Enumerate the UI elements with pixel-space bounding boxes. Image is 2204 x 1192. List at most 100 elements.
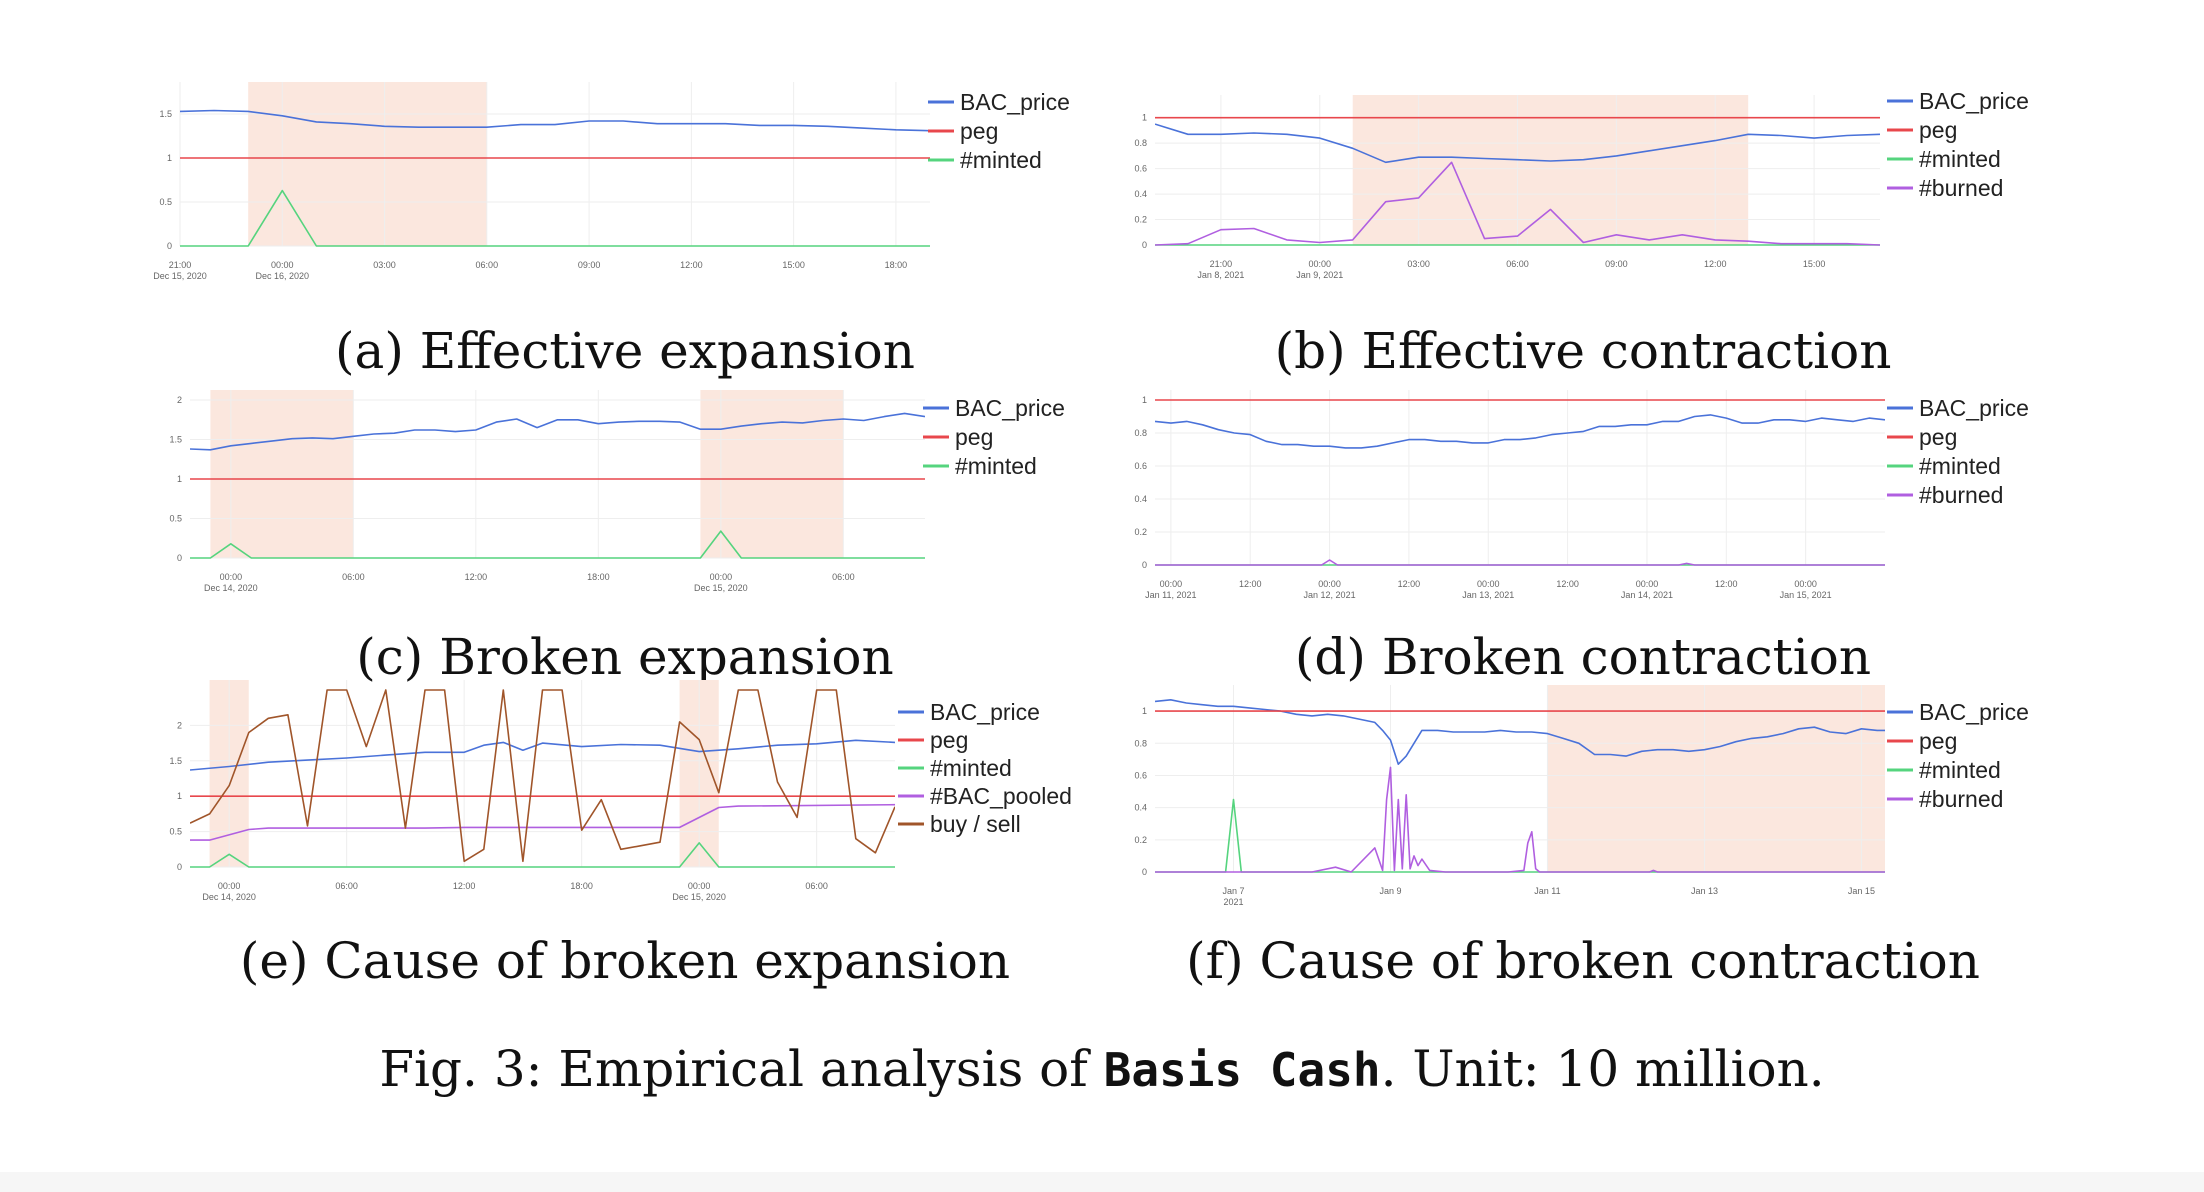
page-bottom-strip <box>0 1172 2204 1192</box>
figure-caption-prefix: Fig. 3: Empirical analysis of <box>379 1040 1104 1098</box>
x-tick-label: 12:00 <box>453 881 476 891</box>
legend-label: BAC_price <box>955 395 1065 421</box>
x-tick-label: 06:00 <box>805 881 828 891</box>
legend-label: #burned <box>1919 482 2003 508</box>
series-line--minted <box>180 189 930 247</box>
x-tick-label: 06:00 <box>342 572 365 582</box>
series-line--burned <box>1155 766 1885 873</box>
series-line-bac-price <box>1155 414 1885 449</box>
legend-label: peg <box>1919 728 1957 754</box>
y-tick-label: 0.4 <box>1134 803 1147 813</box>
legend-label: BAC_price <box>960 89 1070 115</box>
subcaption-b: (b) Effective contraction <box>1274 322 1892 380</box>
x-tick-label: 12:00 <box>680 260 703 270</box>
x-tick-sublabel: Dec 15, 2020 <box>153 271 207 281</box>
x-tick-label: 15:00 <box>782 260 805 270</box>
y-tick-label: 0 <box>1142 867 1147 877</box>
series-line-bac-price <box>180 109 930 132</box>
x-tick-sublabel: 2021 <box>1223 897 1243 907</box>
series-group <box>1155 399 1885 566</box>
y-tick-label: 0.2 <box>1134 527 1147 537</box>
subcaption-d: (d) Broken contraction <box>1294 628 1872 686</box>
series-line-bac-price <box>190 739 895 771</box>
x-tick-label: 09:00 <box>578 260 601 270</box>
y-tick-label: 0.4 <box>1134 494 1147 504</box>
series-line--burned <box>1155 559 1885 566</box>
x-tick-label: 12:00 <box>465 572 488 582</box>
legend-label: BAC_price <box>1919 88 2029 114</box>
x-tick-label: 06:00 <box>832 572 855 582</box>
series-group <box>190 412 925 559</box>
series-group <box>190 689 895 868</box>
x-tick-sublabel: Jan 8, 2021 <box>1197 270 1244 280</box>
x-tick-sublabel: Jan 9, 2021 <box>1296 270 1343 280</box>
y-tick-label: 0.5 <box>169 827 182 837</box>
x-tick-label: 18:00 <box>570 881 593 891</box>
legend-label: BAC_price <box>930 699 1040 725</box>
subcaption-a: (a) Effective expansion <box>335 322 915 380</box>
x-tick-sublabel: Jan 14, 2021 <box>1621 590 1673 600</box>
x-tick-sublabel: Dec 15, 2020 <box>694 583 748 593</box>
legend-label: #minted <box>1919 757 2001 783</box>
y-tick-label: 2 <box>177 395 182 405</box>
x-tick-label: 00:00 <box>688 881 711 891</box>
x-tick-label: 06:00 <box>476 260 499 270</box>
y-tick-label: 0.4 <box>1134 189 1147 199</box>
shaded-region <box>248 82 487 246</box>
y-tick-label: 1 <box>1142 113 1147 123</box>
y-tick-label: 0.8 <box>1134 138 1147 148</box>
x-tick-label: 12:00 <box>1239 579 1262 589</box>
x-tick-sublabel: Jan 13, 2021 <box>1462 590 1514 600</box>
legend-label: BAC_price <box>1919 699 2029 725</box>
legend-label: #minted <box>930 755 1012 781</box>
legend-label: #minted <box>960 147 1042 173</box>
x-tick-label: Jan 9 <box>1379 886 1401 896</box>
legend-label: #minted <box>1919 453 2001 479</box>
legend-label: #burned <box>1919 786 2003 812</box>
legend-label: BAC_price <box>1919 395 2029 421</box>
x-tick-label: 18:00 <box>885 260 908 270</box>
figure-caption-suffix: . Unit: 10 million. <box>1380 1040 1825 1098</box>
series-line--minted <box>190 842 895 868</box>
legend-label: buy / sell <box>930 811 1021 837</box>
y-tick-label: 1 <box>1142 395 1147 405</box>
x-tick-label: 00:00 <box>218 881 241 891</box>
x-tick-label: Jan 11 <box>1534 886 1560 896</box>
x-tick-sublabel: Dec 15, 2020 <box>672 892 726 902</box>
y-tick-label: 0.2 <box>1134 835 1147 845</box>
subcaption-e: (e) Cause of broken expansion <box>239 932 1011 990</box>
y-tick-label: 1.5 <box>159 109 172 119</box>
x-tick-label: 00:00 <box>220 572 243 582</box>
legend-label: #minted <box>955 453 1037 479</box>
shaded-region <box>210 390 354 558</box>
y-tick-label: 0 <box>177 862 182 872</box>
y-tick-label: 0 <box>167 241 172 251</box>
x-tick-label: 21:00 <box>1210 259 1233 269</box>
y-tick-label: 0.2 <box>1134 215 1147 225</box>
legend-label: peg <box>1919 424 1957 450</box>
y-tick-label: 0.8 <box>1134 428 1147 438</box>
shaded-region <box>700 390 844 558</box>
y-tick-label: 1 <box>177 474 182 484</box>
y-tick-label: 0.5 <box>169 514 182 524</box>
y-tick-label: 0.6 <box>1134 164 1147 174</box>
figure-caption: Fig. 3: Empirical analysis of Basis Cash… <box>0 1040 2204 1098</box>
x-tick-label: 12:00 <box>1715 579 1738 589</box>
x-tick-label: 00:00 <box>1794 579 1817 589</box>
series-group <box>1155 116 1880 246</box>
y-tick-label: 2 <box>177 720 182 730</box>
y-tick-label: 1 <box>167 153 172 163</box>
y-tick-label: 0.8 <box>1134 738 1147 748</box>
figure-caption-code: Basis Cash <box>1103 1043 1381 1097</box>
x-tick-label: 06:00 <box>335 881 358 891</box>
legend-label: peg <box>1919 117 1957 143</box>
legend-label: #BAC_pooled <box>930 783 1072 809</box>
x-tick-label: 09:00 <box>1605 259 1628 269</box>
y-tick-label: 0 <box>1142 240 1147 250</box>
